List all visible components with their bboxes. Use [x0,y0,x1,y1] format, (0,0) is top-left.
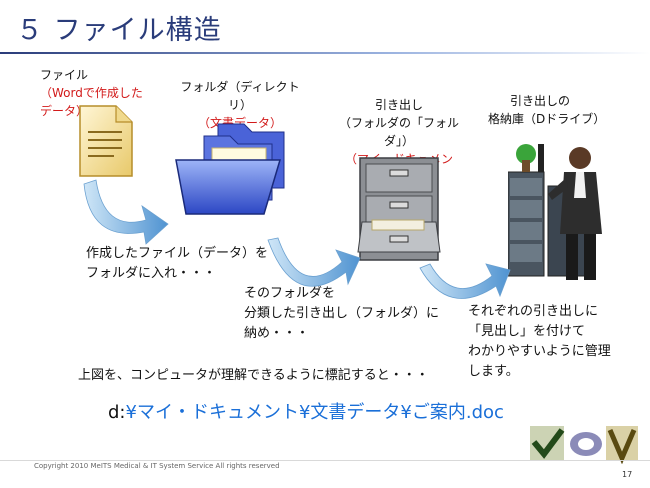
page-title: ５ ファイル構造 [16,15,222,46]
cabinet-line2: （フォルダの「フォルダ」） [338,116,459,148]
step1-text: 作成したファイル（データ）を フォルダに入れ・・・ [86,244,268,284]
step2-line1: そのフォルダを [244,286,336,301]
path-drive: d: [108,402,126,423]
storage-room-icon [508,144,602,280]
copyright-footer: Copyright 2010 MeITS Medical & IT System… [34,462,280,470]
folder-icon [175,123,285,215]
footer-divider [0,460,650,461]
path-rest: ¥マイ・ドキュメント¥文書データ¥ご案内.doc [125,402,504,423]
file-path: d:¥マイ・ドキュメント¥文書データ¥ご案内.doc [108,398,504,424]
document-icon [79,105,133,177]
file-desc-line2: データ） [40,104,89,118]
filing-cabinet-icon [357,157,441,261]
title-underline [0,52,650,54]
page-number: 17 [622,470,633,479]
step3-text: それぞれの引き出しに 「見出し」を付けて わかりやすいように管理 します。 [468,302,611,382]
step2-line3: 納め・・・ [244,326,310,341]
cabinet-line1: 引き出し [374,98,423,112]
decorative-logo [530,426,638,464]
step1-line2: フォルダに入れ・・・ [86,266,217,281]
storage-line1: 引き出しの [510,94,571,108]
arrow-cabinet-to-storage [419,263,511,299]
arrow-folder-to-cabinet [267,237,361,287]
step3-line3: わかりやすいように管理 [468,344,611,359]
storage-caption: 引き出しの 格納庫（Dドライブ） [488,92,608,128]
arrow-file-to-folder [83,179,169,245]
notation-intro: 上図を、コンピュータが理解できるように標記すると・・・ [78,368,429,383]
storage-line2: 格納庫（Dドライブ） [488,112,606,126]
step3-line4: します。 [468,364,519,379]
file-label: ファイル [40,68,89,82]
step3-line2: 「見出し」を付けて [468,324,586,339]
step2-text: そのフォルダを 分類した引き出し（フォルダ）に 納め・・・ [244,284,439,344]
step1-line1: 作成したファイル（データ）を [86,246,269,261]
step3-line1: それぞれの引き出しに [468,304,599,319]
file-caption: ファイル （Wordで作成した データ） [40,66,143,120]
step2-line2: 分類した引き出し（フォルダ）に [244,306,440,321]
file-desc-line1: （Wordで作成した [40,86,143,100]
folder-label: フォルダ（ディレクトリ） [180,80,300,112]
